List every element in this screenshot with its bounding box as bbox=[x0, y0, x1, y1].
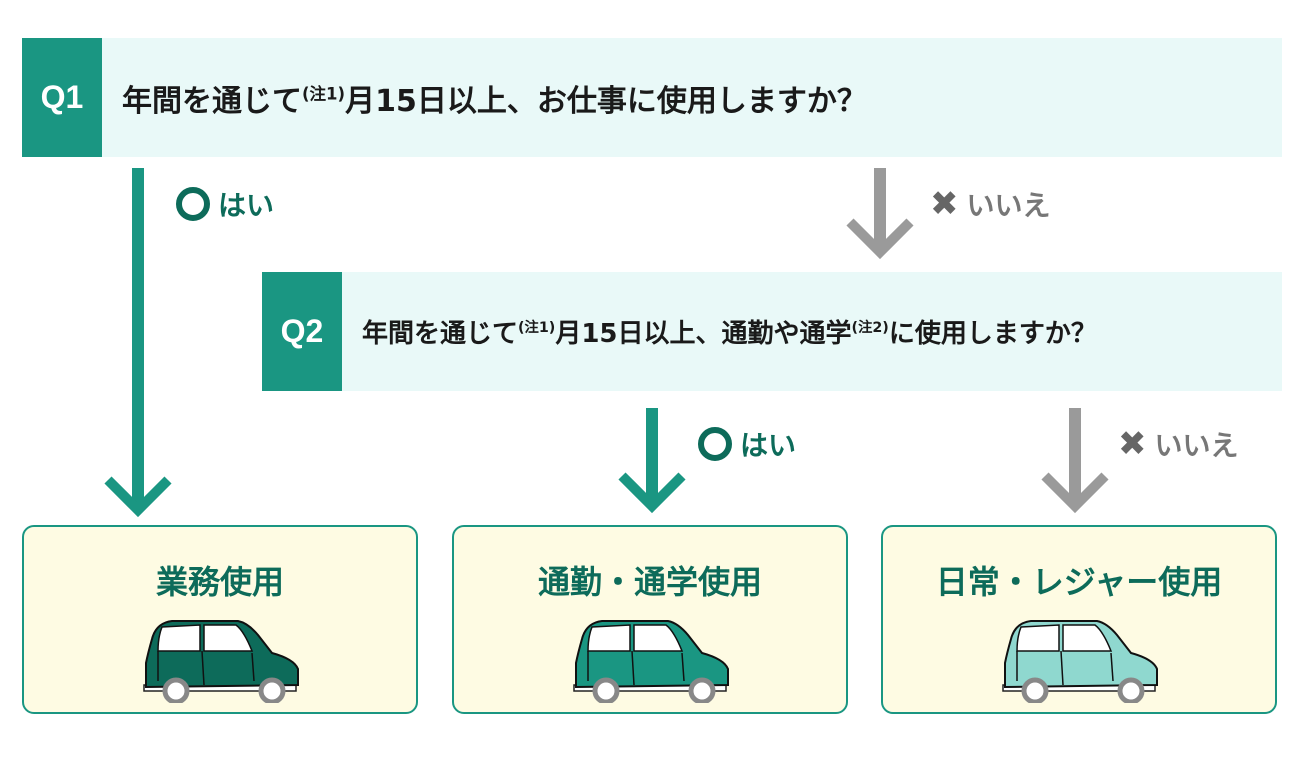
question-1: Q1 年間を通じて(注1)月15日以上、お仕事に使用しますか？ bbox=[22, 38, 1282, 157]
q2-text-a: 年間を通じて bbox=[362, 319, 519, 349]
q2-yes-label: はい bbox=[698, 424, 796, 464]
yes-text: はい bbox=[218, 189, 275, 222]
q1-yes-arrow bbox=[104, 168, 172, 518]
result-title: 通勤・通学使用 bbox=[537, 563, 762, 601]
result-commute: 通勤・通学使用 bbox=[452, 525, 848, 714]
q2-yes-arrow bbox=[618, 408, 686, 514]
car-icon bbox=[1002, 620, 1158, 703]
q2-note1: (注1) bbox=[518, 320, 556, 336]
result-title: 日常・レジャー使用 bbox=[935, 563, 1223, 601]
circle-icon bbox=[698, 427, 732, 461]
q2-no-arrow bbox=[1041, 408, 1109, 514]
car-icon bbox=[143, 620, 299, 703]
q2-label: Q2 bbox=[262, 272, 342, 391]
q1-no-label: ✖いいえ bbox=[930, 184, 1051, 224]
q1-text-a: 年間を通じて bbox=[122, 83, 302, 119]
result-leisure: 日常・レジャー使用 bbox=[881, 525, 1277, 714]
cross-icon: ✖ bbox=[930, 184, 959, 224]
result-business: 業務使用 bbox=[22, 525, 418, 714]
q2-note2: (注2) bbox=[851, 320, 889, 336]
q2-text-b: 月15日以上、通勤や通学 bbox=[555, 319, 852, 349]
q1-label: Q1 bbox=[22, 38, 102, 157]
no-text: いいえ bbox=[1154, 429, 1239, 462]
cross-icon: ✖ bbox=[1118, 424, 1147, 464]
q1-no-arrow bbox=[846, 168, 914, 260]
q2-no-label: ✖いいえ bbox=[1118, 424, 1239, 464]
q2-text-c: に使用しますか？ bbox=[888, 319, 1097, 349]
circle-icon bbox=[176, 187, 210, 221]
q1-text-b: 月15日以上、お仕事に使用しますか？ bbox=[345, 83, 867, 119]
q1-note: (注1) bbox=[302, 83, 346, 103]
question-2: Q2 年間を通じて(注1)月15日以上、通勤や通学(注2)に使用しますか？ bbox=[262, 272, 1282, 391]
car-icon bbox=[573, 620, 729, 703]
q1-text: 年間を通じて(注1)月15日以上、お仕事に使用しますか？ bbox=[102, 76, 867, 120]
result-title: 業務使用 bbox=[155, 563, 284, 601]
no-text: いいえ bbox=[966, 189, 1051, 222]
yes-text: はい bbox=[740, 429, 797, 462]
q2-text: 年間を通じて(注1)月15日以上、通勤や通学(注2)に使用しますか？ bbox=[342, 313, 1097, 350]
q1-yes-label: はい bbox=[176, 184, 274, 224]
